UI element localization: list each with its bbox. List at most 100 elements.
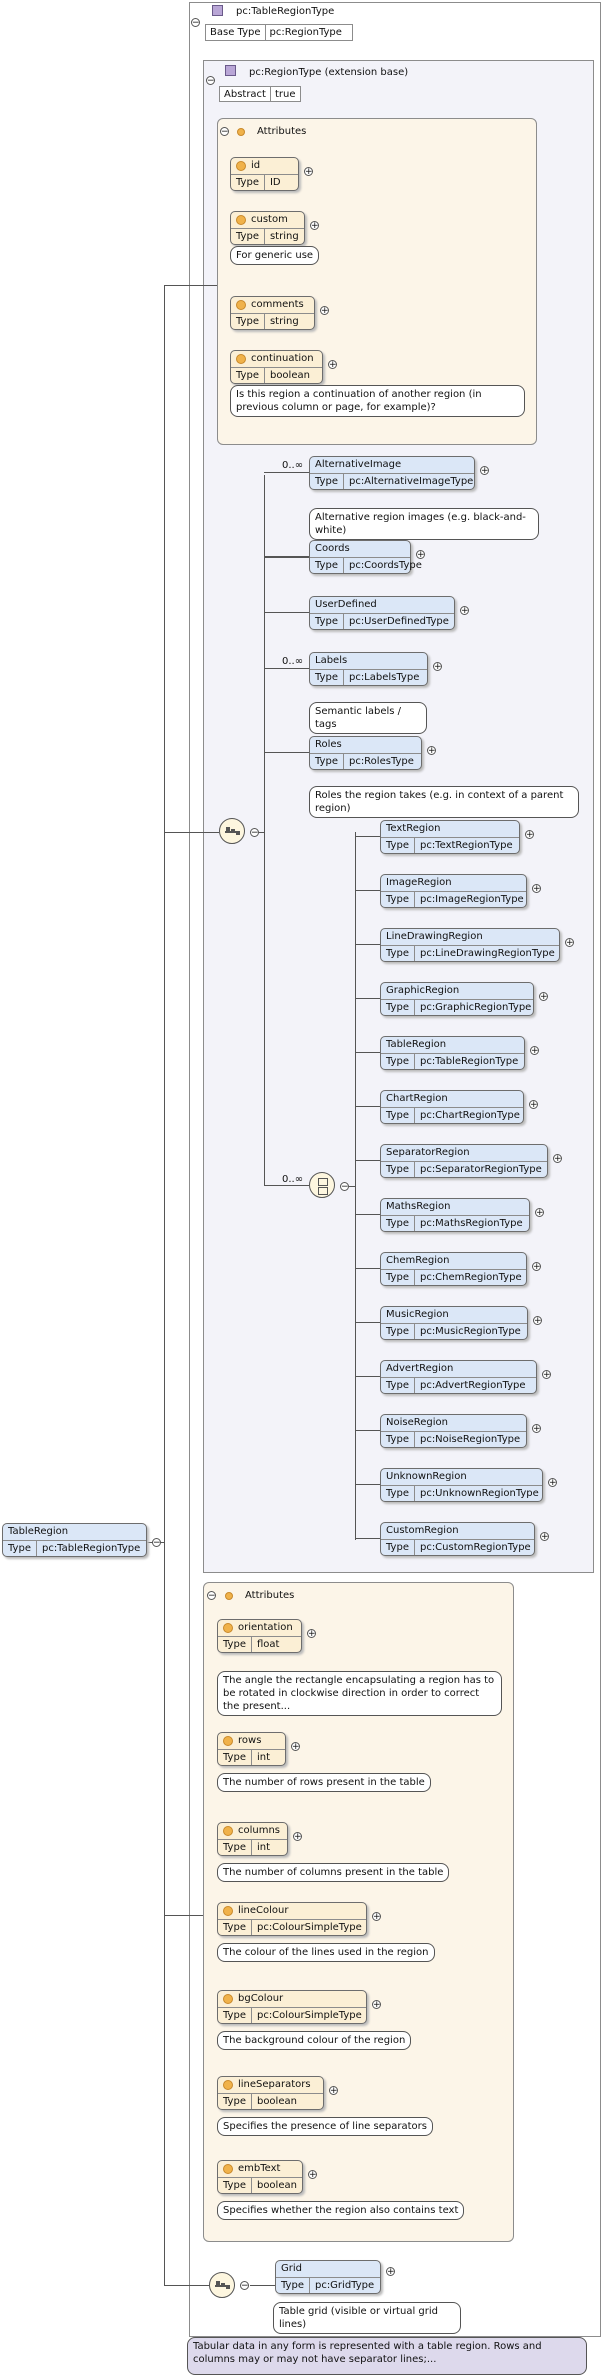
complex-type-doc: Tabular data in any form is represented …	[187, 2337, 587, 2375]
attribute-name-text: continuation	[251, 353, 314, 364]
expand-choice-element-4-button[interactable]: +	[530, 1046, 539, 1056]
expand-attribute-button[interactable]: +	[308, 2170, 317, 2180]
expand-attribute-button[interactable]: +	[307, 1629, 316, 1639]
sequence-compositor-icon	[219, 818, 245, 844]
collapse-sequence-button[interactable]: −	[250, 828, 259, 838]
sequence-link	[264, 556, 309, 558]
expand-attribute-button[interactable]: +	[293, 1832, 302, 1842]
attribute-name: orientation	[218, 1620, 301, 1637]
expand-attribute-button[interactable]: +	[310, 221, 319, 231]
choice-element-0-type-value: pc:TextRegionType	[419, 840, 513, 851]
attribute-name-text: embText	[238, 2163, 281, 2174]
expand-sequence-element-1-button[interactable]: +	[416, 550, 425, 560]
expand-sequence-element-3-button[interactable]: +	[433, 662, 442, 672]
expand-choice-element-1-button[interactable]: +	[532, 884, 541, 894]
choice-link	[355, 890, 380, 891]
table-attribute-doc: Specifies the presence of line separator…	[217, 2117, 433, 2136]
collapse-grid-sequence-button[interactable]: −	[240, 2281, 249, 2291]
attribute-type-label: Type	[218, 1840, 252, 1855]
attribute-type-value: boolean	[256, 2180, 297, 2191]
choice-element-0-name: TextRegion	[381, 821, 519, 838]
expand-sequence-element-4-button[interactable]: +	[427, 746, 436, 756]
region-type-abstract-row: Abstract true	[219, 86, 301, 102]
expand-choice-element-7-button[interactable]: +	[535, 1208, 544, 1218]
collapse-table-attributes-button[interactable]: −	[207, 1591, 216, 1601]
attribute-name: lineSeparators	[218, 2077, 323, 2094]
expand-choice-element-5-button[interactable]: +	[529, 1100, 538, 1110]
attribute-type-value: int	[256, 1842, 271, 1853]
expand-choice-element-9-button[interactable]: +	[533, 1316, 542, 1326]
choice-cardinality: 0..∞	[282, 1174, 304, 1185]
choice-element-4-type-label: Type	[381, 1054, 415, 1069]
expand-choice-element-3-button[interactable]: +	[539, 992, 548, 1002]
attribute-name: lineColour	[218, 1903, 366, 1920]
expand-attribute-button[interactable]: +	[320, 306, 329, 316]
expand-attribute-button[interactable]: +	[329, 2086, 338, 2096]
expand-grid-button[interactable]: +	[386, 2267, 395, 2277]
attribute-type-value: float	[256, 1639, 280, 1650]
collapse-root-button[interactable]: −	[152, 1538, 161, 1548]
collapse-region-type-button[interactable]: −	[206, 76, 215, 86]
collapse-complex-type-button[interactable]: −	[191, 18, 200, 28]
expand-choice-element-13-button[interactable]: +	[540, 1532, 549, 1542]
choice-element-0-type-label: Type	[381, 838, 415, 853]
attribute-name-text: rows	[238, 1735, 262, 1746]
expand-attribute-button[interactable]: +	[291, 1742, 300, 1752]
expand-attribute-button[interactable]: +	[304, 167, 313, 177]
expand-choice-element-6-button[interactable]: +	[553, 1154, 562, 1164]
expand-choice-element-8-button[interactable]: +	[532, 1262, 541, 1272]
expand-attribute-button[interactable]: +	[328, 360, 337, 370]
collapse-choice-button[interactable]: −	[340, 1182, 349, 1192]
expand-attribute-button[interactable]: +	[372, 1912, 381, 1922]
expand-attribute-button[interactable]: +	[372, 2000, 381, 2010]
expand-sequence-element-0-button[interactable]: +	[480, 466, 489, 476]
choice-link	[355, 1106, 380, 1107]
expand-choice-element-2-button[interactable]: +	[565, 938, 574, 948]
expand-choice-element-12-button[interactable]: +	[548, 1478, 557, 1488]
expand-choice-element-10-button[interactable]: +	[542, 1370, 551, 1380]
collapse-base-attributes-button[interactable]: −	[220, 127, 229, 137]
expand-choice-element-0-button[interactable]: +	[525, 830, 534, 840]
expand-sequence-element-2-button[interactable]: +	[460, 606, 469, 616]
attribute-type-value: pc:ColourSimpleType	[256, 1922, 362, 1933]
expand-choice-element-11-button[interactable]: +	[532, 1424, 541, 1434]
choice-connector	[355, 832, 356, 1540]
